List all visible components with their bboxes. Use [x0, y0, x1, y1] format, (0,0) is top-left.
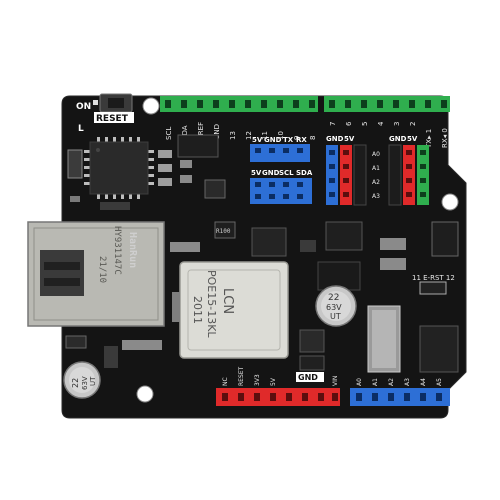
svg-text:5V: 5V	[251, 169, 262, 177]
svg-text:7: 7	[329, 122, 337, 126]
bottom-power-pin-labels: NC RESET 3V3 5V	[222, 366, 277, 386]
svg-text:A0: A0	[356, 378, 363, 386]
svg-text:2011: 2011	[191, 296, 204, 324]
label-e-rst: 11 E-RST 12	[412, 274, 455, 282]
svg-text:TX: TX	[283, 136, 294, 144]
svg-text:HanRun: HanRun	[127, 232, 138, 268]
mid-sensor-header: GND 5V	[326, 135, 367, 206]
svg-text:POE15-13KL: POE15-13KL	[205, 270, 218, 338]
ethernet-jack: HanRun HY931147C 21/10	[27, 221, 165, 327]
svg-text:12: 12	[245, 131, 253, 140]
svg-text:63V: 63V	[326, 303, 342, 312]
right-header-analog-labels: A0 A1 A2 A3	[372, 151, 380, 200]
svg-text:10: 10	[277, 131, 285, 140]
svg-text:6: 6	[345, 121, 353, 126]
top-right-pin-labels: 7 6 5 4 3 2 TX▸ 1 RX◂ 0	[329, 121, 449, 149]
svg-text:GND: GND	[262, 169, 280, 177]
svg-text:AREF: AREF	[197, 122, 205, 140]
chip-small-label: R100	[216, 228, 231, 235]
svg-text:5: 5	[361, 122, 369, 126]
svg-text:21/10: 21/10	[97, 256, 107, 283]
svg-text:SCL: SCL	[279, 169, 294, 177]
svg-text:NC: NC	[222, 377, 229, 386]
svg-text:5V: 5V	[252, 136, 263, 144]
poe-module: LCN POE15-13KL 2011	[179, 261, 289, 359]
label-gnd: GND	[298, 373, 318, 382]
svg-text:5V: 5V	[270, 377, 277, 386]
svg-text:HY931147C: HY931147C	[112, 226, 122, 275]
svg-text:SCL: SCL	[165, 127, 173, 140]
svg-text:SDA: SDA	[296, 169, 313, 177]
uart-header: 5V GND TX RX	[250, 136, 310, 162]
header-top-right	[324, 96, 450, 112]
svg-text:RX: RX	[296, 136, 307, 144]
mounting-hole	[441, 193, 459, 211]
svg-text:UT: UT	[89, 376, 97, 386]
label-l: L	[78, 124, 84, 134]
svg-text:GND: GND	[264, 136, 282, 144]
microcontroller-chip	[84, 137, 154, 199]
svg-text:GND: GND	[213, 124, 221, 140]
top-left-pin-labels: SCL SDA AREF GND 13 12 11 10 9 8	[165, 122, 317, 140]
svg-text:A3: A3	[372, 193, 380, 200]
svg-text:13: 13	[229, 131, 237, 140]
capacitor-left: 22 63V UT	[63, 361, 101, 399]
svg-text:4: 4	[377, 121, 385, 126]
svg-text:A3: A3	[404, 378, 411, 386]
e-rst-jumper	[419, 281, 447, 295]
label-vin: VIN	[332, 376, 339, 386]
header-top-left	[160, 96, 318, 112]
ic-right	[419, 325, 459, 373]
header-bottom-power	[216, 388, 340, 406]
svg-text:RESET: RESET	[238, 366, 245, 386]
svg-text:5V: 5V	[407, 135, 418, 143]
svg-text:5V: 5V	[344, 135, 355, 143]
header-bottom-analog	[350, 388, 450, 406]
svg-text:A4: A4	[420, 378, 427, 386]
svg-text:A5: A5	[436, 378, 443, 386]
svg-text:GND: GND	[326, 135, 344, 143]
bottom-analog-pin-labels: A0 A1 A2 A3 A4 A5	[356, 378, 443, 386]
svg-text:GND: GND	[389, 135, 407, 143]
label-reset: RESET	[96, 114, 129, 124]
svg-text:TX▸ 1: TX▸ 1	[425, 129, 433, 149]
svg-text:3V3: 3V3	[254, 374, 261, 386]
svg-text:UT: UT	[330, 312, 341, 321]
svg-text:SDA: SDA	[181, 125, 189, 140]
right-sensor-header: GND 5V	[388, 135, 429, 206]
svg-text:22: 22	[328, 293, 339, 303]
svg-text:A2: A2	[372, 179, 380, 186]
svg-text:2: 2	[409, 122, 417, 126]
reset-label-box	[94, 112, 134, 123]
mounting-hole	[142, 97, 160, 115]
mounting-hole	[136, 385, 154, 403]
svg-text:22: 22	[71, 378, 80, 388]
svg-text:3: 3	[393, 122, 401, 126]
svg-text:A1: A1	[372, 165, 380, 172]
svg-text:8: 8	[309, 136, 317, 140]
i2c-header: 5V GND SCL SDA	[250, 169, 313, 204]
svg-text:63V: 63V	[81, 376, 89, 390]
svg-text:9: 9	[293, 136, 301, 140]
svg-text:A0: A0	[372, 151, 380, 158]
svg-text:A2: A2	[388, 378, 395, 386]
svg-text:11: 11	[261, 131, 269, 140]
svg-text:RX◂ 0: RX◂ 0	[441, 128, 449, 148]
capacitor-right: 22 63V UT	[315, 285, 357, 327]
svg-text:LCN: LCN	[220, 288, 235, 314]
svg-text:A1: A1	[372, 378, 379, 386]
label-on: ON	[76, 102, 91, 112]
